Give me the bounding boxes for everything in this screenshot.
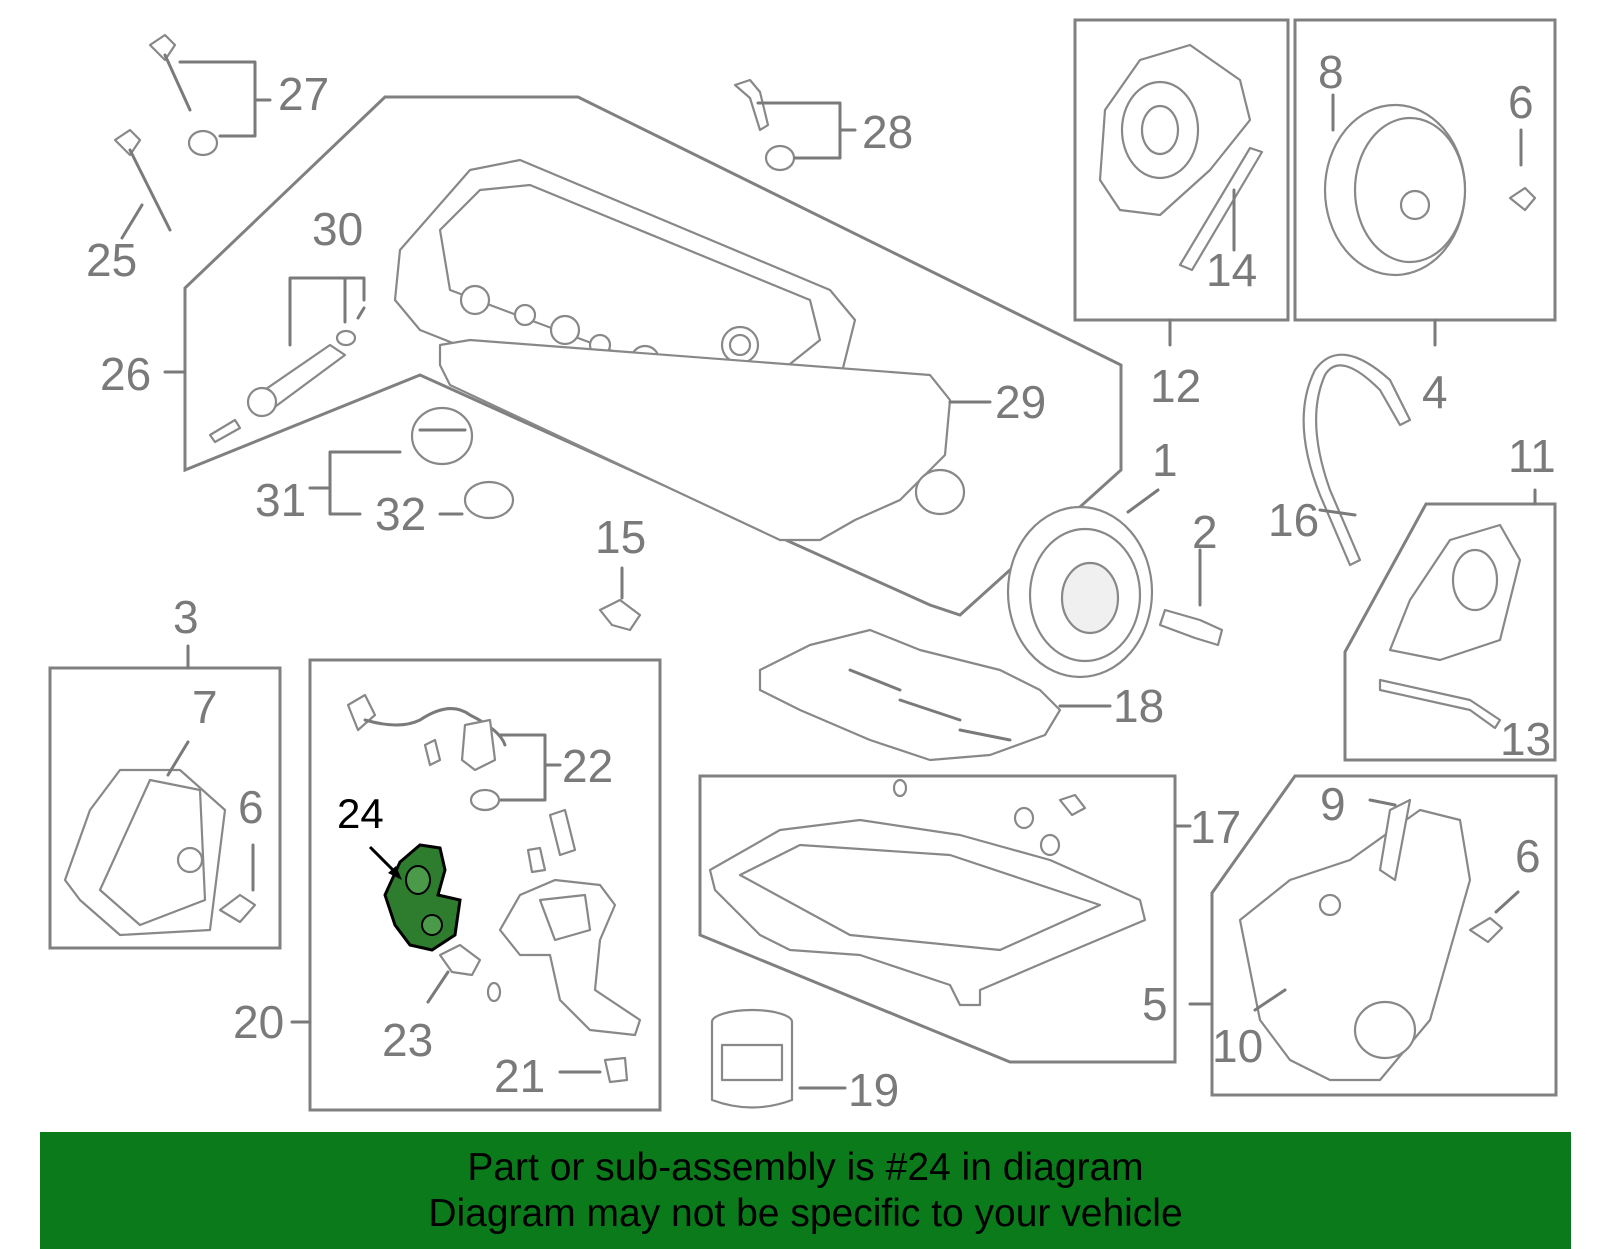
plug-21 [603,1056,629,1084]
valve-cover-gasket [438,338,952,542]
callout-15: 15 [595,511,646,563]
info-banner: Part or sub-assembly is #24 in diagram D… [40,1132,1571,1249]
callout-6-box4: 6 [1508,76,1534,128]
callout-27: 27 [278,68,329,120]
callout-14: 14 [1206,244,1257,296]
cap-seal-ring [463,480,515,520]
callout-32: 32 [375,488,426,540]
crankshaft-pulley [1006,505,1154,679]
callout-24-highlighted: 24 [337,790,384,837]
spark-plug-seal [914,468,966,516]
callout-22: 22 [562,740,613,792]
banner-line-1: Part or sub-assembly is #24 in diagram [467,1145,1144,1189]
box-5 [1210,774,1558,1097]
small-oring [486,981,502,1003]
bolt-6a [1508,186,1537,212]
callout-3: 3 [173,591,199,643]
pcv-valve-assembly [208,306,366,444]
dipstick-25 [113,128,172,232]
timing-belt-tensioner-8 [1323,103,1467,277]
strainer-23 [438,943,482,977]
drain-bolt [1058,793,1087,817]
callout-11: 11 [1508,430,1556,482]
callout-30: 30 [312,203,363,255]
oring-17b [1039,833,1061,857]
timing-cover-11 [1388,523,1522,662]
callout-16: 16 [1268,494,1319,546]
timing-cover-upper [1098,43,1252,217]
pin [526,846,547,874]
callout-17: 17 [1190,801,1241,853]
callout-2: 2 [1192,506,1218,558]
callout-31: 31 [255,474,306,526]
box-17 [698,774,1177,1064]
box-20 [308,658,662,1112]
callout-7: 7 [192,681,218,733]
box-3 [48,666,282,950]
callout-28: 28 [862,106,913,158]
oring-17c [892,778,908,798]
callout-9: 9 [1320,778,1346,830]
valve-cover-group-outline [183,95,1123,617]
baffle-plate [758,628,1062,762]
box-4 [1293,18,1557,322]
bolt-6b [218,893,257,924]
box-11 [1343,502,1557,762]
banner-line-2: Diagram may not be specific to your vehi… [428,1191,1183,1235]
oil-pump-gasket-24-highlighted[interactable] [383,843,462,952]
oil-filter [710,1008,794,1109]
oil-pan [708,818,1147,1007]
callout-19: 19 [848,1064,899,1116]
dipstick-seal [187,129,219,157]
callout-18: 18 [1113,680,1164,732]
callout-23: 23 [382,1014,433,1066]
dipstick-27 [148,33,192,112]
bolt-6c [1468,916,1504,944]
callout-13: 13 [1500,713,1551,765]
timing-belt [1302,353,1412,567]
callout-6-box5: 6 [1515,830,1541,882]
callout-1: 1 [1152,434,1178,486]
callout-21: 21 [494,1050,545,1102]
washer-28 [764,144,796,172]
callout-25: 25 [86,234,137,286]
callout-5: 5 [1142,978,1168,1030]
gasket-13 [1378,678,1502,730]
callout-10: 10 [1212,1020,1263,1072]
sensor-15 [598,598,642,632]
box-12 [1073,18,1290,322]
oring-22 [469,788,501,812]
callout-12: 12 [1150,360,1201,412]
callout-20: 20 [233,996,284,1048]
timing-cover-lower [1238,808,1472,1082]
callout-6-box3: 6 [238,781,264,833]
callout-4: 4 [1422,366,1448,418]
oil-pressure-switch [548,808,577,857]
callout-26: 26 [100,348,151,400]
oring-17a [1013,806,1035,830]
timing-cover-7 [63,768,227,937]
oil-pump-body [498,878,642,1037]
pulley-bolt [1158,608,1224,647]
oil-filler-cap [410,406,474,466]
callout-8: 8 [1318,46,1344,98]
bolt-28 [733,78,770,132]
callout-29: 29 [995,376,1046,428]
gasket-9 [1378,798,1412,882]
oil-pressure-sensor-harness [346,693,507,772]
gasket-14 [1178,146,1264,272]
